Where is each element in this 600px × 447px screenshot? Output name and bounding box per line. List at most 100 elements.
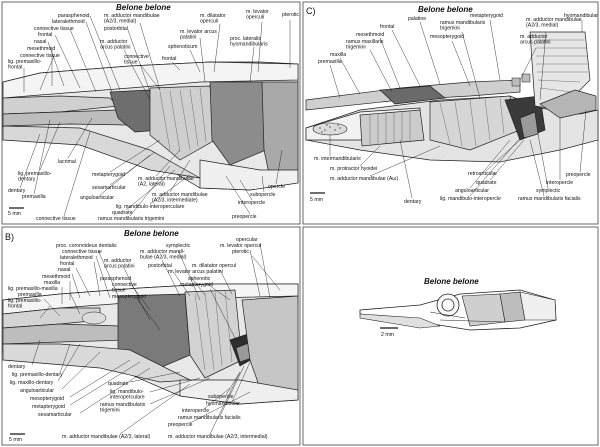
label-b-mesethmoid: mesethmoid — [42, 274, 70, 280]
label-b-levator-arcus: m. levator arcus palatini — [168, 269, 223, 275]
label-c-adductor-aw: m. adductor mandibulae (Aω) — [330, 176, 398, 182]
label-adductor-a23-intermediate: m. adductor mandibulae(A2/3, intermediat… — [152, 192, 208, 204]
panel-d-scale-label: 2 mm — [381, 332, 394, 338]
panel-a-frame — [1, 1, 301, 225]
label-c-anguloarticular: anguloarticular — [455, 188, 489, 194]
label-b-lig-premaxillo-frontal: lig. premaxillo-frontal — [8, 298, 42, 310]
panel-b-leader-lines — [31, 243, 281, 435]
label-b-lig-mandibulo-interoperculare: lig. mandibulo-interoperculare — [110, 389, 145, 401]
panel-d: Belone belone 2 mm — [359, 277, 557, 338]
panel-c-scale-label: 5 mm — [310, 197, 323, 203]
label-c-ramus-facialis: ramus mandibularis facialis — [518, 196, 581, 202]
panel-c-title: Belone belone — [418, 5, 473, 14]
label-subopercle: subopercle — [250, 192, 275, 198]
label-b-metapterygoid: metapterygoid — [180, 282, 213, 288]
label-postorbital: postorbital — [104, 26, 128, 32]
panel-b-scale-label: 5 mm — [9, 437, 22, 443]
label-b-metapterygoid-2: metapterygoid — [32, 404, 65, 410]
panel-b-title: Belone belone — [124, 229, 179, 238]
label-b-mesopterygoid: mesopterygoid — [112, 294, 146, 300]
label-c-metapterygoid: metapterygoid — [470, 13, 503, 19]
label-b-dilatator-operculi: m. dilatator opercul — [192, 263, 236, 269]
label-b-lig-premaxillo-maxilla: lig. premaxillo-maxilla — [8, 286, 58, 292]
label-b-parasphenoid: parasphenoid — [100, 276, 132, 282]
panel-b: B) Belone belone — [2, 229, 299, 443]
panel-c: C) Belone belone — [305, 5, 599, 205]
panel-a-head-drawing — [2, 61, 299, 191]
label-b-pterotic: pterotic — [232, 249, 249, 255]
label-parasphenoid: parasphenoid — [58, 13, 90, 19]
label-c-premaxilla: premaxilla — [318, 59, 342, 65]
label-anguloarticular: anguloarticular — [80, 195, 114, 201]
panel-d-skull-outline — [359, 289, 557, 331]
label-lig-mandibulo-interoperculare: lig. mandibulo-interoperculare — [116, 204, 184, 210]
label-c-dentary: dentary — [404, 199, 422, 205]
label-b-mesopterygoid-2: mesopterygoid — [30, 396, 64, 402]
label-frontal-2: frontal — [162, 56, 176, 62]
label-c-symplectic: symplectic — [536, 188, 561, 194]
label-b-dentary: dentary — [8, 364, 26, 370]
panel-a: A) Belone belone — [2, 3, 299, 222]
panel-a-leader-lines — [19, 15, 291, 217]
label-b-opercular: opercular — [236, 237, 258, 243]
label-c-retroarticular: retroarticular — [468, 171, 497, 177]
panel-d-frame — [302, 226, 599, 446]
label-b-maxilla: maxilla — [44, 280, 60, 286]
label-ramus-mandibularis-trigemini: ramus mandibularis trigemini — [98, 216, 164, 222]
panel-c-head-drawing — [305, 31, 599, 163]
label-nasal: nasal — [34, 39, 46, 45]
label-b-sphenotic: sphenotic — [188, 276, 211, 282]
label-c-mesethmoid: mesethmoid — [356, 32, 384, 38]
label-pterotic: pterotic — [282, 12, 299, 18]
label-preopercle: preopercle — [232, 214, 257, 220]
label-b-proc-coronoideus: proc. coronoideus dentalis — [56, 243, 117, 249]
panel-d-title: Belone belone — [424, 277, 479, 286]
label-b-postorbital: postorbital — [148, 263, 172, 269]
label-c-protractor-hyoidei: m. protractor hyoidei — [330, 166, 377, 172]
label-b-adductor-a23-intermediate: m. adductor mandibulae (A2/3, intermedia… — [168, 434, 268, 440]
label-c-intermandibularis: m. intermandibularis — [314, 156, 361, 162]
label-c-hyomandibular: hyomandibular — [564, 13, 598, 19]
label-adductor-a2-lateral: m. adductor mandibulae(A2, lateral) — [138, 176, 194, 188]
panel-b-frame — [1, 226, 301, 446]
label-frontal: frontal — [38, 32, 52, 38]
label-c-mesopterygoid: mesopterygoid — [430, 34, 464, 40]
label-premaxilla: premaxilla — [22, 194, 46, 200]
label-connective-tissue: connective tissue — [34, 26, 74, 32]
panel-a-scale-label: 5 mm — [8, 211, 21, 217]
label-b-subopercle: subopercle — [208, 394, 233, 400]
label-lacrimal: lacrimal — [58, 159, 76, 165]
panel-c-letter: C) — [306, 6, 316, 16]
label-c-preopercle: preopercle — [566, 172, 591, 178]
label-c-palatine: palatine — [408, 16, 426, 22]
panel-a-title: Belone belone — [116, 3, 171, 12]
label-b-sesamarticular: sesamarticular — [38, 412, 72, 418]
label-c-adductor-a23-medial: m. adductor mandibulae(A2/3, medial) — [526, 17, 582, 29]
label-interopercle: interopercle — [238, 200, 265, 206]
label-lateralethmoid: lateralethmoid — [52, 19, 85, 25]
label-b-symplectic: symplectic — [166, 243, 191, 249]
label-b-lig-maxillo-dentary: lig. maxillo-dentary — [10, 380, 54, 386]
label-b-nasal: nasal — [58, 267, 70, 273]
label-b-adductor-a23-medial: m. adductor mandi-bulae (A2/3, medial) — [140, 249, 187, 261]
label-c-maxilla: maxilla — [330, 52, 346, 58]
label-b-ramus-mandibularis-facialis: ramus mandibularis facialis — [178, 415, 241, 421]
panel-b-head-drawing — [2, 283, 299, 405]
label-dentary: dentary — [8, 188, 26, 194]
label-mesethmoid: mesethmoid — [27, 46, 55, 52]
label-c-quadrate: quadrate — [476, 180, 497, 186]
label-lig-premaxillo-frontal: lig. premaxillo-frontal — [8, 59, 42, 71]
label-adductor-a23-medial: m. adductor mandibulae(A2/3, medial) — [104, 13, 160, 25]
panel-c-leader-lines — [329, 19, 587, 199]
label-quadrate: quadrate — [112, 210, 133, 216]
